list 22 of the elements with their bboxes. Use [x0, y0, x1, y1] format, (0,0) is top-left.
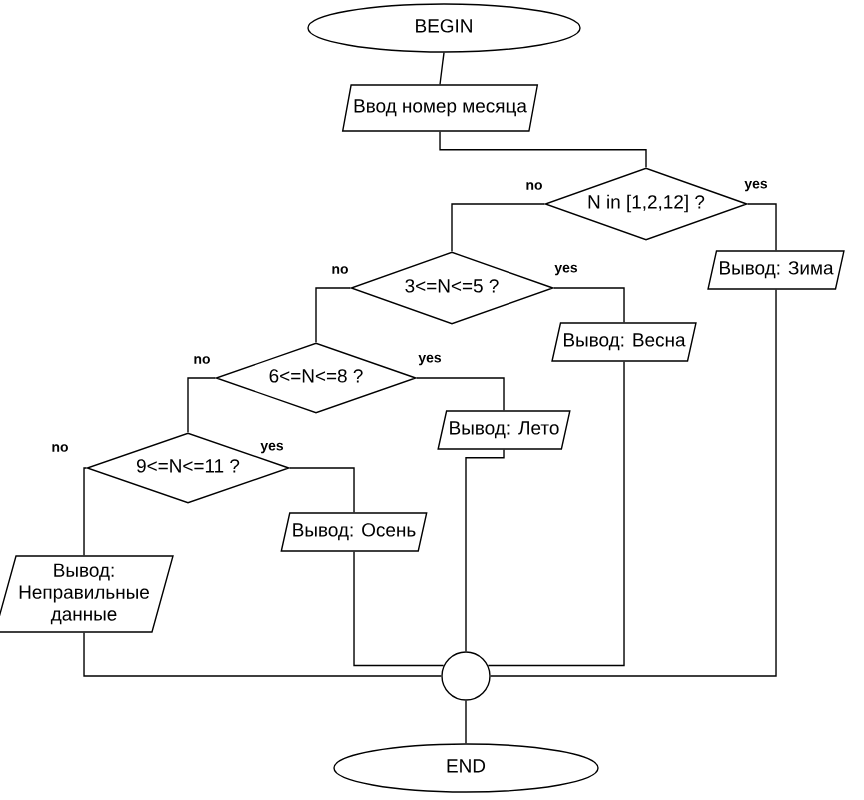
io-parallelogram: Вывод: Весна [551, 322, 697, 362]
connector-line [439, 131, 647, 168]
connector-line [315, 287, 351, 343]
connector-line [747, 203, 777, 251]
io-parallelogram: Вывод: Неправильные данные [0, 555, 174, 633]
connector-line [451, 203, 545, 252]
connector-line [487, 361, 625, 667]
io-parallelogram: Вывод: Лето [437, 410, 571, 450]
connector-line [465, 700, 467, 744]
connector-line [465, 449, 505, 652]
connector-line [289, 467, 355, 513]
io-parallelogram: Вывод: Зима [707, 250, 845, 290]
connector-line [490, 289, 777, 677]
connector-line [187, 377, 216, 433]
connector-line [83, 467, 87, 556]
connector-line [353, 551, 445, 667]
connector-line [439, 52, 445, 85]
io-parallelogram: Вывод: Осень [280, 512, 428, 552]
connector-circle [441, 651, 491, 701]
connector-line [83, 632, 442, 677]
connector-line [553, 287, 625, 323]
connector-line [416, 377, 505, 411]
